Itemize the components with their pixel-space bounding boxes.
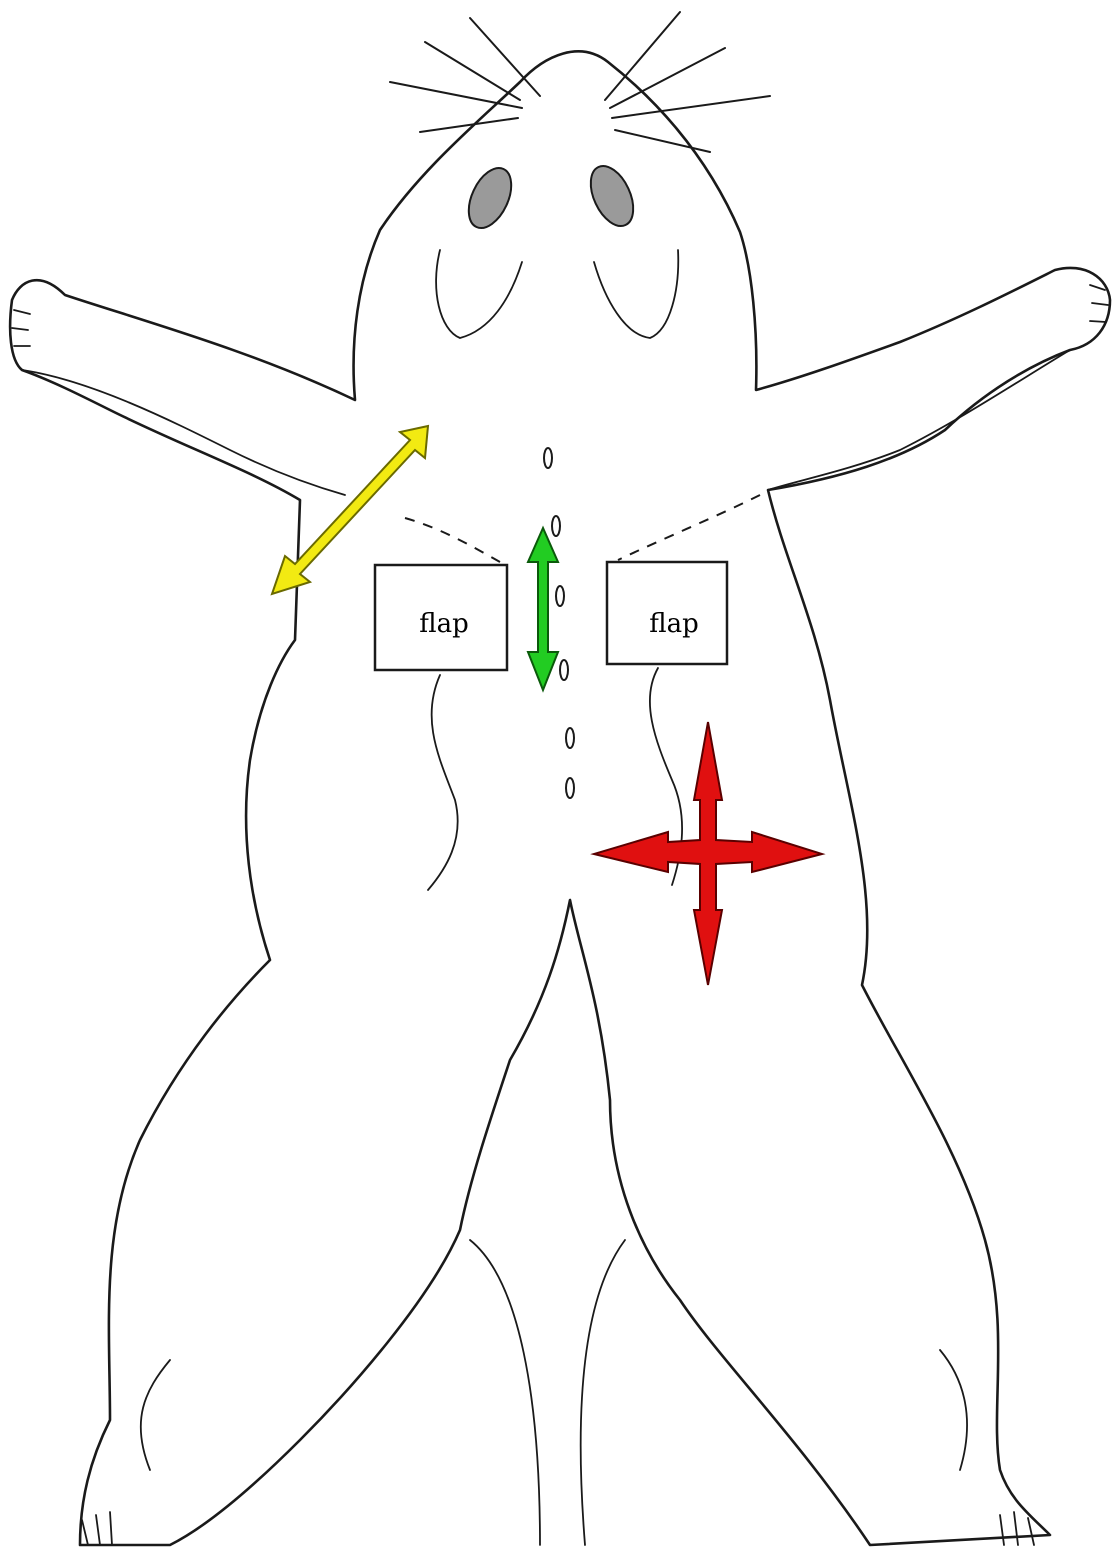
green-double-arrow (528, 528, 558, 690)
left-flap-tail-line (428, 675, 458, 890)
left-flap: flap (375, 565, 507, 670)
right-leg-line (940, 1350, 967, 1470)
left-eye (460, 161, 520, 234)
red-four-way-arrow (594, 722, 822, 985)
whiskers (390, 12, 770, 152)
left-hind-paw-toes (82, 1512, 112, 1545)
left-flap-label: flap (419, 609, 469, 639)
right-eye (582, 159, 642, 232)
right-front-paw-toes (1090, 285, 1108, 322)
right-incision-dashed (618, 495, 760, 560)
right-flap: flap (607, 562, 727, 664)
crotch-line-left (470, 1240, 540, 1545)
right-flap-label: flap (649, 609, 699, 639)
mouse-body-outline (10, 51, 1110, 1545)
left-front-paw-toes (12, 310, 30, 346)
right-cheek-line (594, 250, 678, 338)
crotch-line-right (581, 1240, 625, 1545)
left-incision-dashed (405, 518, 500, 562)
left-cheek-line (436, 250, 522, 338)
left-arm-lower-line (22, 370, 345, 495)
right-hind-paw-toes (1000, 1512, 1034, 1545)
left-leg-line (141, 1360, 170, 1470)
